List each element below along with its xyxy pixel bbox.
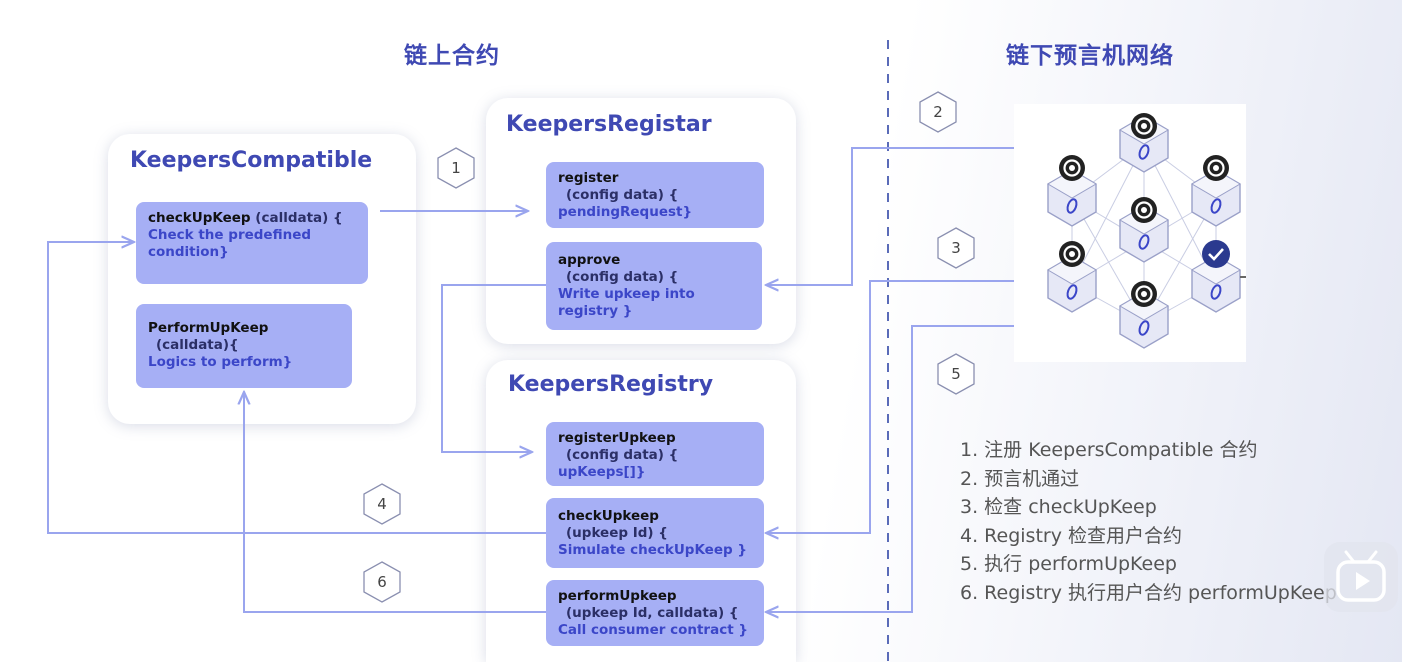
check-upkeep-body: Check the predefined condition} — [148, 227, 312, 260]
step-5-hexagon: 5 — [937, 353, 975, 395]
register-upkeep-box: registerUpkeep (config data) { upKeeps[]… — [546, 422, 764, 486]
gear-icon — [1059, 155, 1085, 181]
approve-body: Write upkeep into registry } — [558, 286, 695, 319]
step-3-label: 3 — [951, 239, 961, 257]
note-2: 2. 预言机通过 — [960, 467, 1080, 490]
steps-notes: 1. 注册 KeepersCompatible 合约 2. 预言机通过 3. 检… — [960, 436, 1337, 607]
step-1-label: 1 — [451, 159, 461, 177]
keepers-compatible-title: KeepersCompatible — [130, 148, 373, 173]
play-button[interactable] — [1324, 542, 1398, 612]
step-2-hexagon: 2 — [919, 91, 957, 133]
registry-perform-upkeep-body: Call consumer contract } — [558, 622, 748, 638]
perform-upkeep-box: PerformUpKeep (calldata){ Logics to perf… — [136, 304, 352, 388]
arrow-6 — [244, 392, 546, 613]
note-1: 1. 注册 KeepersCompatible 合约 — [960, 439, 1258, 461]
gear-icon — [1131, 281, 1157, 307]
arrow-approve-to-register-upkeep — [441, 284, 546, 452]
register-upkeep-params: (config data) { — [566, 447, 679, 463]
perform-upkeep-params: (calldata){ — [156, 337, 239, 353]
keepers-registry-title: KeepersRegistry — [508, 372, 714, 397]
note-5: 5. 执行 performUpKeep — [960, 553, 1177, 575]
step-4-hexagon: 4 — [363, 483, 401, 525]
register-body: pendingRequest} — [558, 204, 693, 220]
registry-check-upkeep-box: checkUpkeep (upkeep Id) { Simulate check… — [546, 498, 764, 568]
check-upkeep-box: checkUpKeep (calldata) { Check the prede… — [136, 202, 368, 284]
note-4: 4. Registry 检查用户合约 — [960, 524, 1182, 547]
arrow-2 — [766, 147, 1014, 285]
registry-perform-upkeep-params: (upkeep Id, calldata) { — [566, 605, 739, 621]
note-6: 6. Registry 执行用户合约 performUpKeep — [960, 581, 1337, 604]
step-5-label: 5 — [951, 365, 961, 383]
arrow-5 — [766, 325, 1014, 612]
registry-perform-upkeep-name: performUpkeep — [558, 588, 677, 604]
register-params: (config data) { — [566, 187, 679, 203]
registry-check-upkeep-body: Simulate checkUpKeep } — [558, 542, 747, 558]
approve-box: approve (config data) { Write upkeep int… — [546, 242, 762, 330]
register-name: register — [558, 170, 619, 186]
note-3: 3. 检查 checkUpKeep — [960, 496, 1157, 518]
gear-icon — [1131, 113, 1157, 139]
step-6-hexagon: 6 — [363, 561, 401, 603]
onchain-heading: 链上合约 — [404, 43, 500, 69]
arrow-3 — [766, 280, 1014, 533]
check-upkeep-params: (calldata) { — [255, 210, 343, 226]
offchain-heading: 链下预言机网络 — [1006, 43, 1174, 69]
register-box: register (config data) { pendingRequest} — [546, 162, 764, 228]
perform-upkeep-body: Logics to perform} — [148, 354, 293, 370]
register-upkeep-name: registerUpkeep — [558, 430, 676, 446]
play-icon — [1336, 550, 1386, 602]
keepers-registar-title: KeepersRegistar — [506, 112, 712, 137]
registry-check-upkeep-name: checkUpkeep — [558, 508, 659, 524]
registry-perform-upkeep-box: performUpkeep (upkeep Id, calldata) { Ca… — [546, 580, 764, 646]
step-4-label: 4 — [377, 495, 387, 513]
network-dash — [1240, 276, 1246, 278]
gear-icon — [1131, 197, 1157, 223]
gear-icon — [1203, 155, 1229, 181]
step-2-label: 2 — [933, 103, 943, 121]
step-3-hexagon: 3 — [937, 227, 975, 269]
oracle-network-illustration — [1047, 113, 1241, 349]
register-upkeep-body: upKeeps[]} — [558, 464, 646, 480]
check-icon — [1202, 240, 1230, 268]
perform-upkeep-name: PerformUpKeep — [148, 320, 269, 336]
step-6-label: 6 — [377, 573, 387, 591]
registry-check-upkeep-params: (upkeep Id) { — [566, 525, 668, 541]
gear-icon — [1059, 241, 1085, 267]
check-upkeep-name: checkUpKeep — [148, 210, 251, 226]
step-1-hexagon: 1 — [437, 147, 475, 189]
approve-params: (config data) { — [566, 269, 679, 285]
arrow-4 — [47, 242, 546, 534]
approve-name: approve — [558, 252, 621, 268]
